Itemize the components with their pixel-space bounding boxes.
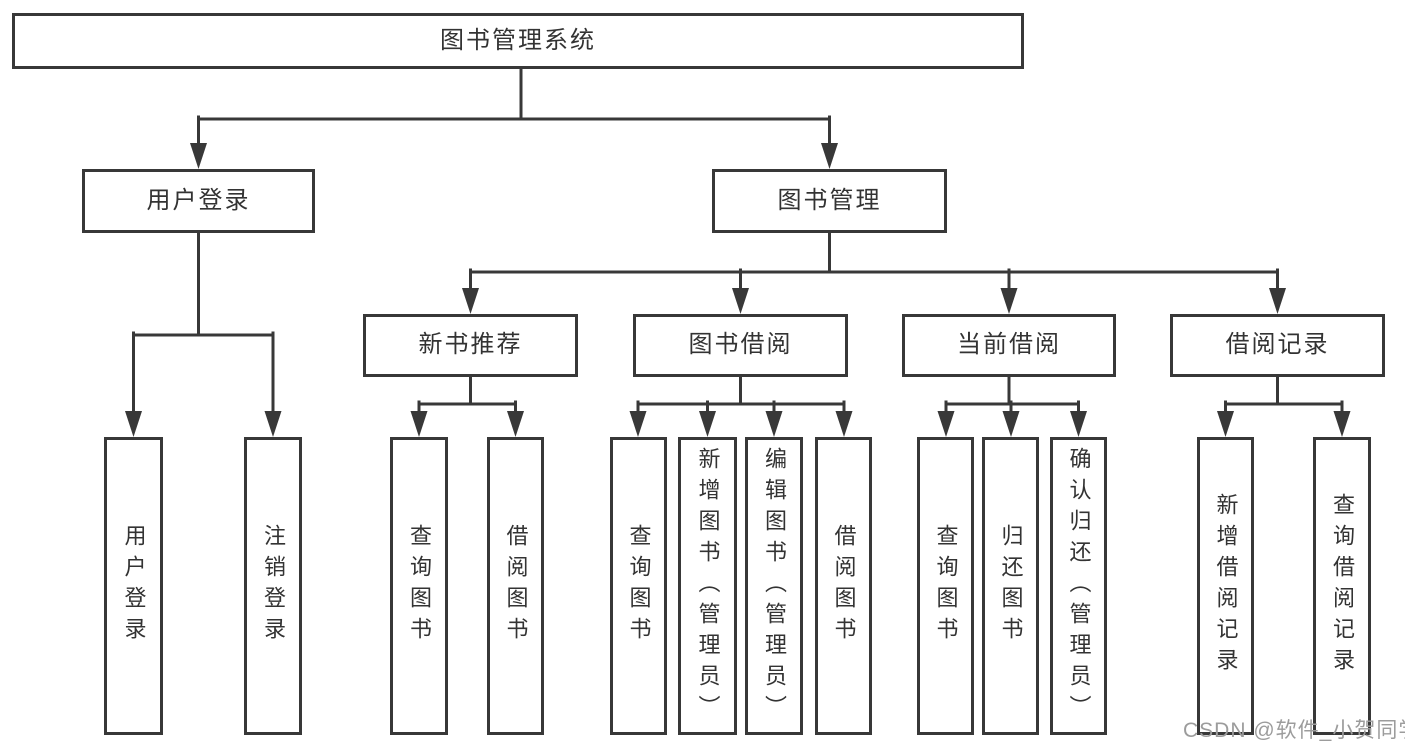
node-leaf-query-books-2: 查询图书 — [610, 437, 667, 735]
node-library-system: 图书管理系统 — [12, 13, 1024, 69]
node-leaf-query-books-3: 查询图书 — [917, 437, 974, 735]
node-label: 查询图书 — [626, 524, 652, 648]
node-label: 借阅图书 — [503, 524, 529, 648]
node-label: 图书借阅 — [688, 331, 793, 359]
watermark-text: CSDN @软件_小贺同学 — [1183, 719, 1405, 742]
node-leaf-edit-book-admin: 编辑图书（管理员） — [745, 437, 803, 735]
node-label: 图书管理 — [777, 186, 882, 214]
node-label: 当前借阅 — [957, 331, 1061, 359]
node-leaf-add-book-admin: 新增图书（管理员） — [678, 437, 737, 735]
node-label: 新增借阅记录 — [1213, 493, 1239, 679]
node-borrowing-records: 借阅记录 — [1170, 314, 1385, 377]
node-book-management: 图书管理 — [712, 169, 947, 233]
node-leaf-return-book: 归还图书 — [982, 437, 1039, 735]
node-label: 图书管理系统 — [440, 26, 596, 54]
node-label: 借阅记录 — [1225, 331, 1330, 359]
node-label: 注销登录 — [261, 524, 286, 648]
node-label: 用户登录 — [146, 186, 251, 214]
node-label: 新增图书（管理员） — [695, 446, 721, 726]
node-leaf-query-books-1: 查询图书 — [390, 437, 448, 735]
node-label: 查询借阅记录 — [1330, 493, 1355, 679]
node-leaf-query-borrow-record: 查询借阅记录 — [1313, 437, 1371, 735]
node-label: 用户登录 — [121, 524, 147, 648]
node-label: 新书推荐 — [418, 331, 523, 359]
node-leaf-logout: 注销登录 — [244, 437, 302, 735]
node-leaf-user-login: 用户登录 — [104, 437, 163, 735]
node-leaf-add-borrow-record: 新增借阅记录 — [1197, 437, 1254, 735]
node-leaf-borrow-books-2: 借阅图书 — [815, 437, 872, 735]
node-label: 确认归还（管理员） — [1066, 446, 1092, 726]
node-leaf-borrow-books-1: 借阅图书 — [487, 437, 544, 735]
node-label: 借阅图书 — [831, 524, 857, 648]
node-book-borrowing: 图书借阅 — [633, 314, 848, 377]
node-label: 查询图书 — [407, 524, 432, 648]
node-leaf-confirm-return-admin: 确认归还（管理员） — [1050, 437, 1107, 735]
node-current-borrowing: 当前借阅 — [902, 314, 1116, 377]
node-label: 编辑图书（管理员） — [762, 446, 787, 726]
node-new-book-recommend: 新书推荐 — [363, 314, 578, 377]
node-user-login: 用户登录 — [82, 169, 315, 233]
node-label: 查询图书 — [933, 524, 959, 648]
node-label: 归还图书 — [998, 524, 1024, 648]
